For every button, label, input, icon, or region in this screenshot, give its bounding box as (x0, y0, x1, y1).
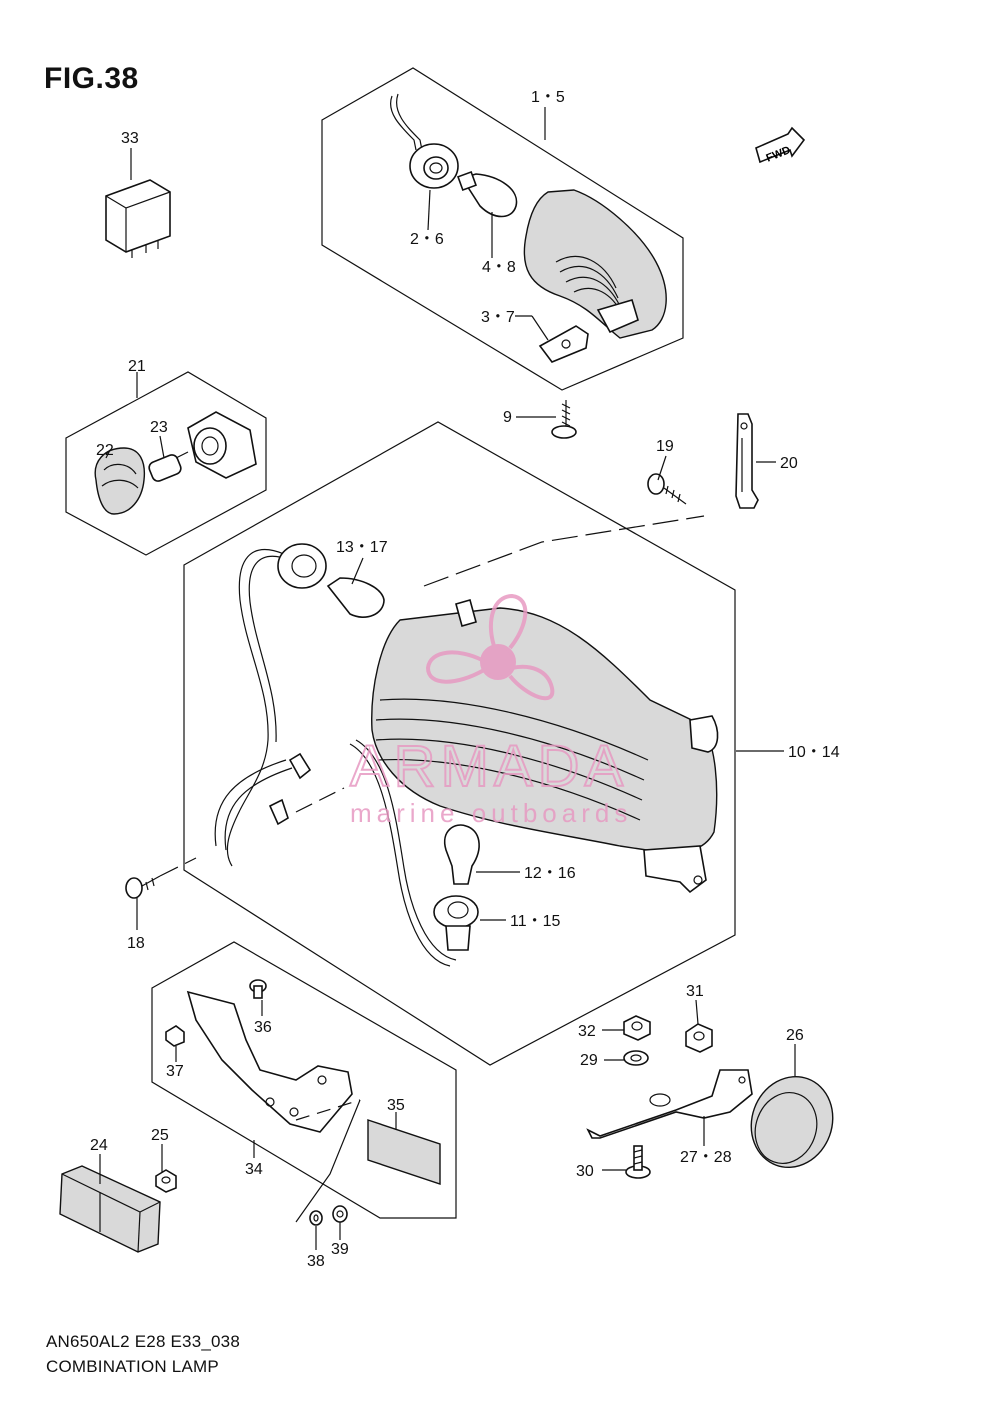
callout-29: 29 (580, 1052, 598, 1069)
nut-31-icon (685, 1023, 713, 1053)
callout-34: 34 (245, 1161, 263, 1178)
callout-22: 22 (96, 442, 114, 459)
callout-31: 31 (686, 983, 704, 1000)
callout-4-8: 4・8 (482, 259, 516, 276)
callout-35: 35 (387, 1097, 405, 1114)
callout-20: 20 (780, 455, 798, 472)
callout-13-17: 13・17 (336, 539, 388, 556)
washer-29-icon (623, 1050, 649, 1066)
callout-19: 19 (656, 438, 674, 455)
callout-24: 24 (90, 1137, 108, 1154)
nut-39-icon (332, 1205, 348, 1223)
propeller-logo-icon (425, 593, 555, 701)
turn-bracket-icon (538, 325, 589, 363)
relay-part-icon (105, 179, 171, 258)
tail-socket-upper-icon (277, 543, 327, 589)
screw-9-icon (551, 400, 577, 439)
tail-lamp-housing-icon (371, 599, 719, 894)
callout-12-16: 12・16 (524, 865, 576, 882)
callout-3-7: 3・7 (481, 309, 515, 326)
tail-socket-lower-icon (433, 895, 479, 951)
callout-23: 23 (150, 419, 168, 436)
frame-tail-lamp-group (183, 421, 736, 1066)
washer-38-icon (309, 1210, 323, 1226)
small-bulb-icon (148, 451, 189, 482)
callout-38: 38 (307, 1253, 325, 1270)
callout-11-15: 11・15 (510, 913, 561, 930)
figure-title: FIG.38 (44, 62, 139, 95)
callout-18: 18 (127, 935, 145, 952)
figure-name: COMBINATION LAMP (46, 1357, 219, 1376)
callout-2-6: 2・6 (410, 231, 444, 248)
callout-27-28: 27・28 (680, 1149, 732, 1166)
turn-bulb-icon (457, 171, 518, 218)
leader-lines (99, 107, 796, 1250)
nut-25-icon (155, 1169, 177, 1193)
bolt-36-icon (249, 979, 267, 999)
callout-32: 32 (578, 1023, 596, 1040)
watermark: ARMADA marine outboards (349, 593, 632, 828)
fwd-arrow-icon: FWD (755, 126, 806, 165)
callout-25: 25 (151, 1127, 169, 1144)
plate-35-icon (367, 1119, 441, 1185)
callout-36: 36 (254, 1019, 272, 1036)
alignment-lines (159, 515, 705, 1223)
callout-1-5: 1・5 (531, 89, 565, 106)
callout-21: 21 (128, 358, 146, 375)
reflector-24-icon (59, 1165, 161, 1253)
callout-9: 9 (503, 409, 512, 426)
watermark-tagline: marine outboards (350, 798, 632, 828)
callout-10-14: 10・14 (788, 744, 840, 761)
reflector-bracket-27-icon (586, 1069, 753, 1139)
socket-wire-icon (390, 93, 459, 189)
frame-license-lamp-group (65, 371, 267, 556)
frame-turn-signal-group (321, 67, 684, 391)
model-code: AN650AL2 E28 E33_038 (46, 1332, 240, 1351)
callout-37: 37 (166, 1063, 184, 1080)
watermark-brand: ARMADA (350, 734, 628, 799)
callout-39: 39 (331, 1241, 349, 1258)
nut-37-icon (165, 1025, 185, 1047)
screw-18-icon (125, 875, 161, 899)
callout-33: 33 (121, 130, 139, 147)
screw-19-icon (647, 473, 687, 505)
frame-license-bracket-group (151, 941, 457, 1219)
nut-32-icon (623, 1015, 651, 1041)
tail-wire-harness-icon (214, 549, 457, 967)
tail-bulb-lower-icon (443, 824, 480, 885)
reflector-26-icon (750, 1075, 834, 1169)
turn-signal-lens-icon (523, 189, 667, 339)
license-bracket-34-icon (186, 990, 353, 1133)
callout-26: 26 (786, 1027, 804, 1044)
tail-bulb-upper-icon (326, 577, 385, 618)
callout-30: 30 (576, 1163, 594, 1180)
bolt-30-icon (625, 1145, 651, 1179)
license-socket-icon (187, 411, 257, 479)
stay-20-icon (735, 413, 759, 509)
